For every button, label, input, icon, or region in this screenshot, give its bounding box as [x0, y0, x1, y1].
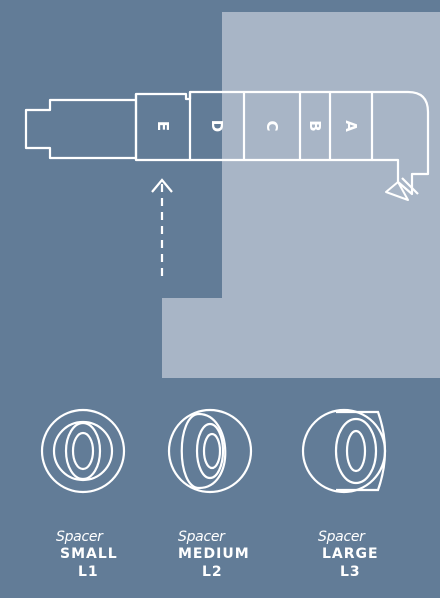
tool-outline: [24, 90, 430, 201]
spacer-small-icon: [40, 408, 126, 494]
segment-label-a: A: [342, 120, 360, 132]
size-large: LARGE: [322, 546, 379, 562]
spacer-word: Spacer: [318, 529, 365, 545]
insertion-arrow: [151, 178, 173, 282]
spacer-large-label: Spacer LARGE L3: [318, 530, 398, 579]
spacer-small-label: Spacer SMALL L1: [56, 530, 136, 579]
tool-handle: [24, 98, 136, 160]
segment-label-b: B: [306, 120, 324, 131]
spacer-word: Spacer: [178, 529, 225, 545]
spacer-medium-label: Spacer MEDIUM L2: [178, 530, 268, 579]
size-small: SMALL: [60, 546, 118, 562]
tool-body: [134, 90, 374, 162]
spacer-word: Spacer: [56, 529, 103, 545]
segment-label-c: C: [263, 120, 281, 131]
code-l3: L3: [340, 564, 361, 580]
size-medium: MEDIUM: [178, 546, 250, 562]
segment-label-e: E: [154, 121, 172, 131]
tool-tip: [372, 90, 430, 196]
background-panel: [162, 12, 440, 378]
segment-label-d: D: [208, 120, 226, 132]
spacer-large-icon: [301, 408, 387, 494]
spacer-medium-icon: [167, 408, 253, 494]
code-l2: L2: [202, 564, 223, 580]
code-l1: L1: [78, 564, 99, 580]
